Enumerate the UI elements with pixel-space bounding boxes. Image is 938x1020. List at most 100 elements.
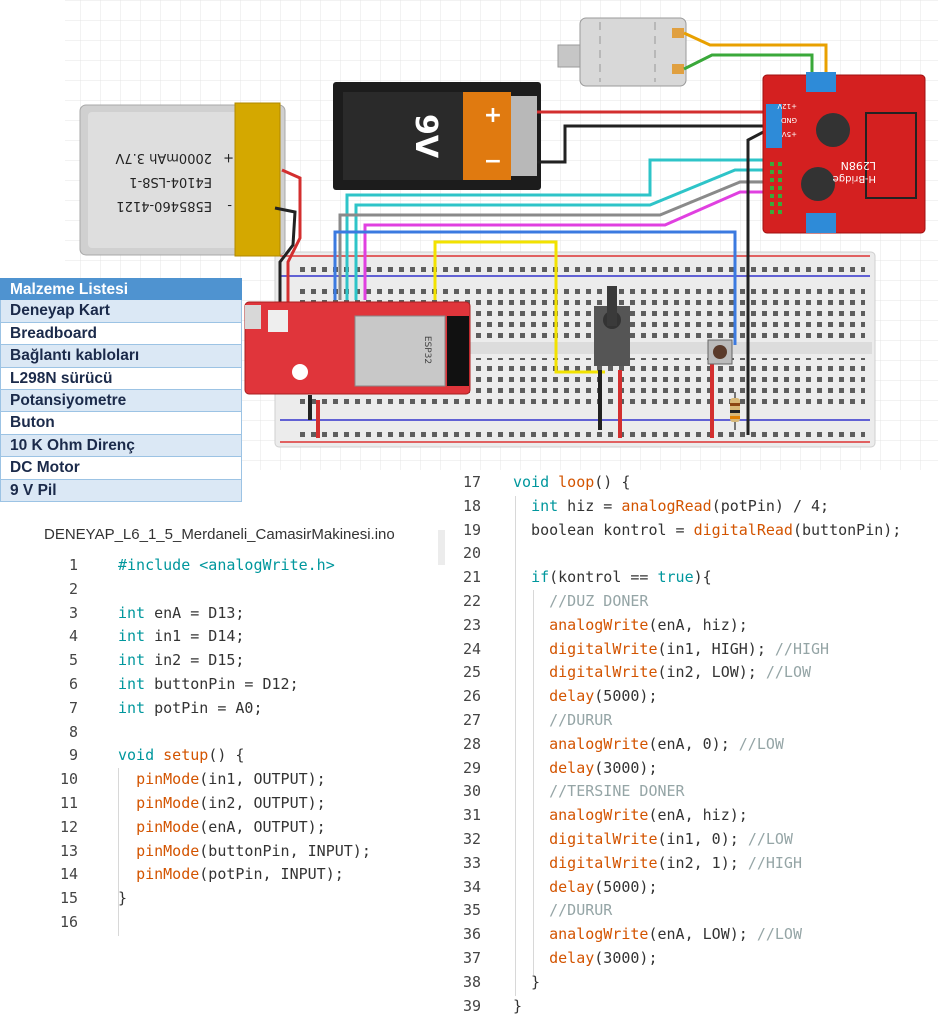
line-number: 25 [462, 663, 481, 682]
code-line: 25 digitalWrite(in2, LOW); //LOW [447, 661, 935, 685]
code-line: 8 [44, 721, 434, 745]
code-token: (5000); [594, 877, 658, 896]
code-token: //LOW [747, 829, 793, 848]
code-text: analogWrite(enA, hiz); [513, 804, 748, 828]
code-line: 39} [447, 995, 935, 1019]
code-token [513, 901, 549, 919]
code-token: int [118, 651, 146, 670]
code-token: pinMode [136, 841, 200, 860]
code-text: boolean kontrol = digitalRead(buttonPin)… [513, 519, 901, 543]
code-token: #include <analogWrite.h> [118, 556, 335, 574]
line-number: 13 [59, 841, 78, 860]
line-number: 8 [68, 722, 78, 741]
material-item: Buton [0, 412, 242, 435]
code-token: void [513, 473, 550, 491]
code-token [513, 878, 549, 896]
code-token [513, 663, 549, 681]
code-line: 26 delay(5000); [447, 685, 935, 709]
code-token [513, 759, 549, 777]
code-line: 20 [447, 542, 935, 566]
code-token: //HIGH [774, 639, 830, 658]
l298n-driver: L298N H-Bridge +12V GND +5V [762, 72, 926, 234]
code-line: 27 //DURUR [447, 709, 935, 733]
line-number: 35 [462, 901, 481, 920]
driver-pin-12v: +12V [777, 102, 797, 110]
code-token: (potPin, INPUT); [199, 865, 344, 884]
divider [438, 530, 445, 565]
dc-motor [557, 17, 687, 87]
code-line: 31 analogWrite(enA, hiz); [447, 804, 935, 828]
line-number: 14 [59, 865, 78, 884]
code-token: //DURUR [549, 710, 613, 729]
code-token: if [531, 568, 550, 587]
code-text: digitalWrite(in2, LOW); //LOW [513, 661, 811, 685]
material-list: Malzeme Listesi Deneyap Kart Breadboard … [0, 278, 242, 502]
code-token: (3000); [594, 948, 658, 967]
line-number: 7 [68, 698, 78, 717]
code-token [513, 949, 549, 967]
code-token: (5000); [594, 687, 658, 706]
code-token: int [118, 698, 146, 717]
code-token: int [531, 496, 559, 515]
code-text: //DURUR [513, 899, 612, 923]
code-token: //DURUR [549, 901, 613, 920]
lipo-label-1: E585460-4121 [116, 198, 212, 213]
code-line: 15} [44, 887, 434, 911]
code-token: () { [594, 473, 631, 491]
line-number: 34 [462, 877, 481, 896]
line-number: 11 [59, 793, 78, 812]
code-token: delay [549, 758, 595, 777]
code-filename: DENEYAP_L6_1_5_Merdaneli_CamasirMakinesi… [44, 526, 395, 543]
code-token: analogRead [621, 496, 712, 515]
code-text: digitalWrite(in2, 1); //HIGH [513, 852, 802, 876]
code-token: //TERSINE DONER [549, 782, 685, 801]
code-token [513, 616, 549, 634]
code-token: //LOW [765, 663, 812, 682]
battery-9v-plus: + [484, 103, 502, 128]
battery-9v: 9V + − [333, 82, 541, 190]
code-line: 2 [44, 578, 434, 602]
code-token: pinMode [136, 770, 200, 789]
code-token: pinMode [136, 793, 200, 812]
code-line: 23 analogWrite(enA, hiz); [447, 614, 935, 638]
line-number: 24 [462, 639, 481, 658]
line-number: 37 [462, 948, 481, 967]
material-item: L298N sürücü [0, 367, 242, 390]
code-line: 30 //TERSINE DONER [447, 780, 935, 804]
line-number: 38 [462, 972, 481, 991]
code-token [513, 925, 549, 943]
deneyap-kart: ESP32 [244, 301, 471, 395]
code-line: 21 if(kontrol == true){ [447, 566, 935, 590]
code-token [513, 854, 549, 872]
code-token: } [513, 996, 523, 1015]
code-token: void [118, 746, 155, 765]
code-line: 16 [44, 911, 434, 935]
code-line: 33 digitalWrite(in2, 1); //HIGH [447, 852, 935, 876]
line-number: 10 [59, 770, 78, 789]
code-token: in1 = D14; [145, 627, 245, 646]
code-token [513, 687, 549, 705]
line-number: 19 [462, 520, 481, 539]
code-token: (in2, 1); [657, 853, 748, 872]
code-token: enA = D13; [145, 603, 245, 622]
code-line: 18 int hiz = analogRead(potPin) / 4; [447, 495, 935, 519]
line-number: 5 [68, 651, 78, 670]
line-number: 30 [462, 782, 481, 801]
code-line: 12 pinMode(enA, OUTPUT); [44, 816, 434, 840]
line-number: 18 [462, 496, 481, 515]
code-text: void setup() { [118, 744, 244, 768]
code-text: int buttonPin = D12; [118, 673, 299, 697]
code-text: if(kontrol == true){ [513, 566, 712, 590]
material-list-header: Malzeme Listesi [0, 278, 242, 301]
line-number: 21 [462, 568, 481, 587]
code-token: (in1, OUTPUT); [199, 770, 326, 789]
line-number: 2 [68, 579, 78, 598]
code-token [513, 806, 549, 824]
line-number: 1 [68, 556, 78, 574]
code-token: (in1, HIGH); [657, 639, 775, 658]
code-token: analogWrite [549, 734, 649, 753]
driver-name: L298N [841, 159, 876, 172]
